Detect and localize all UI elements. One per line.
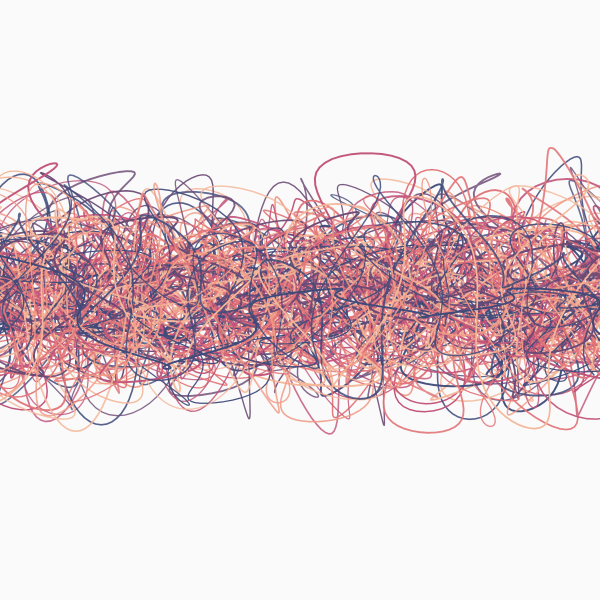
tangled-line [0,177,600,397]
tangled-line [0,239,600,354]
tangled-lines-group [0,147,600,435]
tangled-line [0,254,600,370]
tangled-line [0,187,600,434]
tangled-line [0,244,600,373]
tangled-line [0,218,600,341]
tangled-line [0,206,600,389]
tangled-line [0,178,600,400]
tangled-line [0,195,600,430]
tangled-line [0,181,600,427]
tangled-line [0,197,600,412]
tangled-line [0,174,600,382]
tangled-line [0,195,600,361]
tangled-line [0,210,600,398]
tangled-line [0,222,600,350]
